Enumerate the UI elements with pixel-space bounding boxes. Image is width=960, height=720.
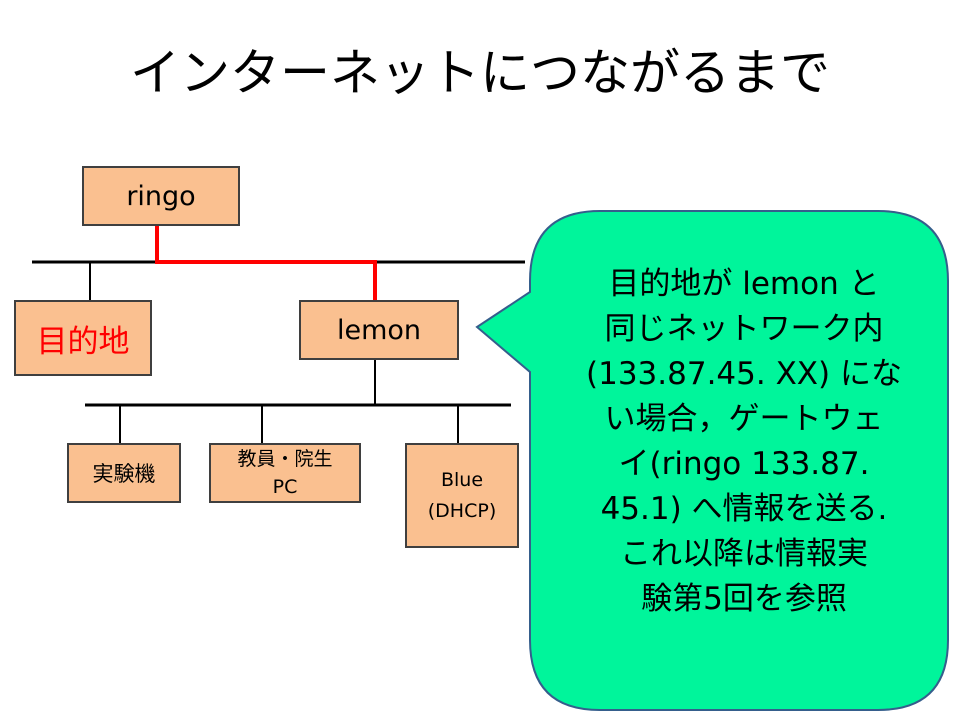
blue-dhcp-node: Blue (DHCP) — [405, 443, 519, 548]
ringo-label: ringo — [126, 180, 196, 212]
callout-bubble — [475, 210, 949, 711]
page-title: インターネットにつながるまで — [130, 44, 830, 102]
lemon-node: lemon — [299, 300, 459, 360]
faculty-pc-node: 教員・院生 PC — [209, 443, 361, 503]
route-path — [155, 226, 377, 300]
blue-dhcp-label: Blue (DHCP) — [427, 468, 497, 522]
callout-text: 目的地が lemon と 同じネットワーク内 (133.87.45. XX) に… — [586, 266, 902, 617]
experiment-machine-node: 実験機 — [67, 443, 181, 503]
ringo-node: ringo — [82, 166, 240, 226]
faculty-pc-label: 教員・院生 PC — [237, 448, 333, 498]
destination-label: 目的地 — [36, 323, 130, 360]
destination-node: 目的地 — [14, 300, 152, 376]
experiment-machine-label: 実験機 — [92, 462, 156, 486]
lemon-label: lemon — [336, 314, 422, 346]
